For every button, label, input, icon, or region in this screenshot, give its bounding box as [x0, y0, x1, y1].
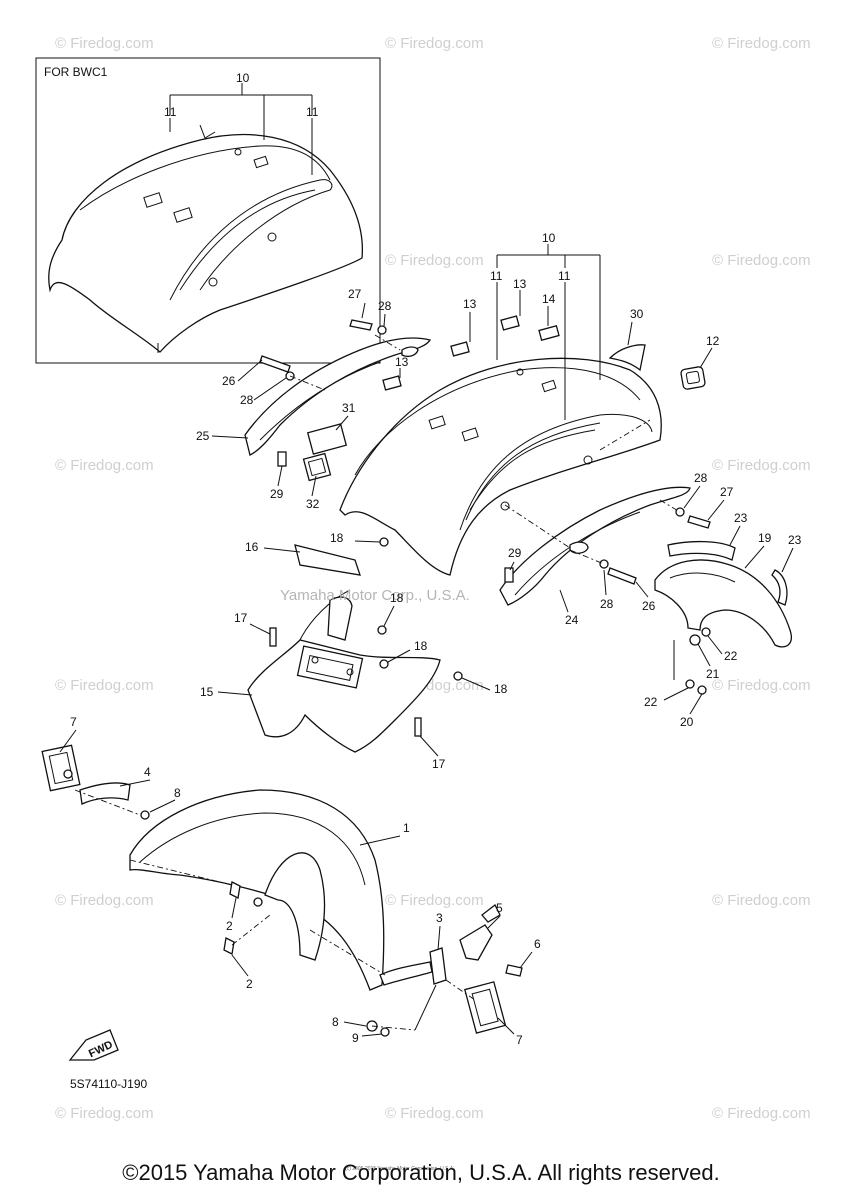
callout-label: 9: [352, 1031, 359, 1045]
watermark: © Firedog.com: [55, 1105, 154, 1122]
callout-label: 5: [496, 901, 503, 915]
callout-label: 25: [196, 429, 210, 443]
callout-labels: 10 11 11 13 13 14 30 12 27 28 13 26 28 3…: [70, 231, 802, 1047]
callout-label: 32: [306, 497, 320, 511]
callout-label: 2: [246, 977, 253, 991]
center-watermark: Yamaha Motor Corp., U.S.A.: [280, 587, 470, 604]
callout-label: 7: [70, 715, 77, 729]
callout-label: 11: [558, 269, 571, 283]
watermark: © Firedog.com: [385, 1105, 484, 1122]
callout-label: 7: [516, 1033, 523, 1047]
watermark: © Firedog.com: [55, 457, 154, 474]
callout-label: 11: [490, 269, 503, 283]
front-fender: [41, 744, 523, 1037]
watermark: © Firedog.com: [55, 892, 154, 909]
callout-label: 10: [542, 231, 556, 245]
callout-label: 22: [644, 695, 658, 709]
callout-label: 26: [222, 374, 236, 388]
watermark: © Firedog.com: [385, 892, 484, 909]
callout-label: 6: [534, 937, 541, 951]
watermark: © Firedog.com: [712, 892, 811, 909]
callout-label: 10: [236, 71, 250, 85]
callout-label: 3: [436, 911, 443, 925]
callout-label: 16: [245, 540, 259, 554]
callout-label: 20: [680, 715, 694, 729]
watermark: © Firedog.com: [712, 677, 811, 694]
watermark: © Firedog.com: [712, 35, 811, 52]
watermark: © Firedog.com: [385, 252, 484, 269]
small-print: (c) 2005-2015 Yamaha Motor Corporation, …: [345, 1166, 455, 1172]
callout-label: 14: [542, 292, 556, 306]
watermark: © Firedog.com: [55, 35, 154, 52]
callout-label: 23: [788, 533, 802, 547]
fender-stays: [244, 319, 711, 606]
callout-label: 27: [348, 287, 362, 301]
watermark: © Firedog.com: [712, 457, 811, 474]
callout-label: 1: [403, 821, 410, 835]
watermark: © Firedog.com: [385, 35, 484, 52]
callout-label: 17: [234, 611, 248, 625]
callout-label: 28: [378, 299, 392, 313]
callout-label: 18: [330, 531, 344, 545]
callout-label: 11: [164, 105, 177, 119]
callout-label: 29: [508, 546, 522, 560]
callout-label: 30: [630, 307, 644, 321]
leader-lines: [59, 302, 794, 1037]
callout-label: 11: [306, 105, 319, 119]
callout-label: 18: [414, 639, 428, 653]
inner-fender: [247, 537, 463, 753]
callout-label: 17: [432, 757, 446, 771]
callout-label: 29: [270, 487, 284, 501]
license-bracket: [654, 540, 792, 695]
callout-label: 15: [200, 685, 214, 699]
callout-label: 24: [565, 613, 579, 627]
rear-fender-assembly: [302, 244, 713, 576]
callout-label: 8: [332, 1015, 339, 1029]
callout-label: 28: [600, 597, 614, 611]
callout-label: 22: [724, 649, 738, 663]
callout-label: 27: [720, 485, 734, 499]
callout-label: 18: [494, 682, 508, 696]
callout-label: 13: [513, 277, 527, 291]
fwd-arrow: FWD: [68, 1029, 119, 1061]
callout-label: 26: [642, 599, 656, 613]
callout-label: 31: [342, 401, 356, 415]
callout-label: 8: [174, 786, 181, 800]
callout-label: 28: [240, 393, 254, 407]
inset-box: FOR BWC1 10 11 11: [35, 57, 381, 364]
callout-label: 4: [144, 765, 151, 779]
copyright-notice: ©2015 Yamaha Motor Corporation, U.S.A. A…: [122, 1160, 720, 1185]
watermark: © Firedog.com: [712, 252, 811, 269]
callout-label: 21: [706, 667, 720, 681]
callout-label: 12: [706, 334, 720, 348]
callout-label: 18: [390, 591, 404, 605]
callout-label: 23: [734, 511, 748, 525]
watermark: © Firedog.com: [712, 1105, 811, 1122]
callout-label: 19: [758, 531, 772, 545]
callout-label: 2: [226, 919, 233, 933]
inset-title: FOR BWC1: [44, 65, 108, 79]
callout-label: 13: [395, 355, 409, 369]
callout-label: 28: [694, 471, 708, 485]
watermark: © Firedog.com: [55, 677, 154, 694]
callout-label: 13: [463, 297, 477, 311]
diagram-code: 5S74110-J190: [70, 1077, 148, 1091]
